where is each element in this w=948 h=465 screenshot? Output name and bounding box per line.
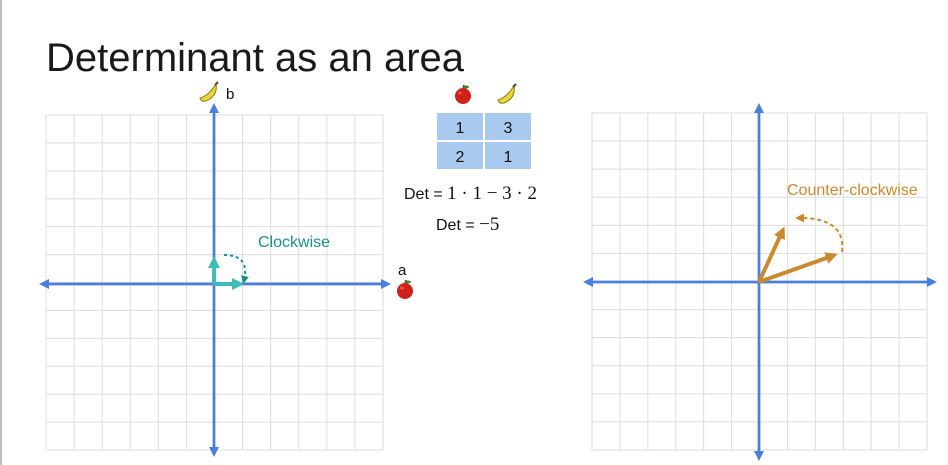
vector-b-right [757,226,785,283]
det-prefix: Det = [404,186,447,203]
matrix-value: 1 [456,120,465,137]
apple-icon [455,84,471,104]
vector-a-right [758,252,838,284]
det-result: −5 [479,214,499,235]
clockwise-label: Clockwise [258,234,330,251]
matrix-cell-0-0 [437,113,483,140]
matrix-cell-1-0 [437,142,483,169]
banana-icon [199,81,219,102]
matrix: 1 3 2 1 [437,113,531,169]
matrix-value: 2 [456,149,465,166]
left-vectors [208,254,249,290]
det-expression: 1 · 1 − 3 · 2 [447,183,537,204]
matrix-cell-1-1 [485,142,531,169]
right-vectors [757,213,844,284]
axis-label-a: a [398,262,407,279]
page-title: Determinant as an area [46,36,465,80]
slide-edge [0,0,2,465]
counter-clockwise-arc [795,213,844,253]
counter-clockwise-label: Counter-clockwise [787,182,918,199]
matrix-value: 1 [504,149,513,166]
det-prefix: Det = [436,217,479,234]
det-equation: Det = 1 · 1 − 3 · 2 [404,183,537,204]
apple-icon [397,279,413,299]
clockwise-arc [223,254,249,284]
axis-label-b: b [226,86,234,103]
matrix-cell-0-1 [485,113,531,140]
banana-icon [497,83,517,104]
det-result-equation: Det = −5 [436,214,499,235]
matrix-value: 3 [504,120,513,137]
